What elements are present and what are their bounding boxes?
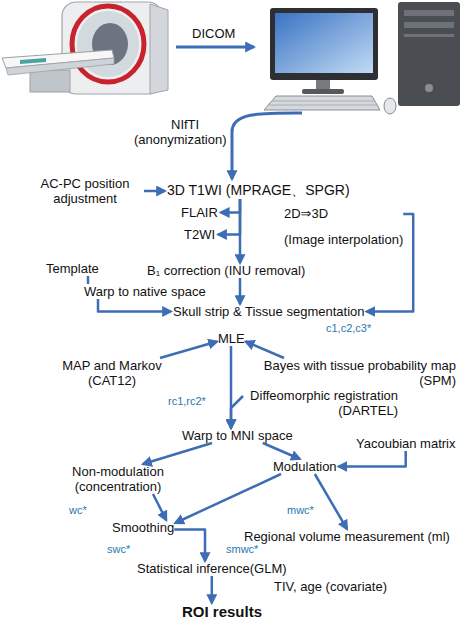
file-prefix-label: mwc*: [287, 504, 314, 517]
step-text: Statistical inference(GLM): [137, 561, 287, 576]
computer: [264, 2, 460, 114]
flow-arrow: [367, 214, 414, 312]
flow-arrow: [218, 199, 240, 235]
annotation-label: NIfTI: [171, 117, 199, 132]
step-node: Non-modulation (concentration): [63, 464, 173, 494]
step-text: Diffeomorphic registration (DARTEL): [243, 388, 398, 418]
flow-arrow: [239, 278, 242, 304]
step-text: FLAIR: [181, 205, 218, 220]
flow-arrow: [174, 530, 205, 562]
flow-arrow: [153, 494, 166, 520]
step-text: Template: [46, 261, 99, 276]
step-text: Bayes with tissue probability map (SPM): [256, 358, 456, 388]
step-node: Bayes with tissue probability map (SPM): [256, 358, 456, 388]
annotation-label: (anonymization): [134, 132, 227, 147]
flow-arrow: [246, 342, 284, 359]
annotation-label: TIV, age (covariate): [274, 579, 387, 594]
step-text: 2D⇒3D: [284, 206, 403, 221]
file-prefix-label: wc*: [69, 504, 87, 517]
flow-arrow: [211, 576, 214, 603]
step-node: T2WI: [184, 227, 215, 242]
flow-arrow: [143, 443, 212, 464]
flow-arrow: [175, 474, 281, 523]
flow-arrow: [221, 199, 240, 213]
step-node: MAP and Markov (CAT12): [56, 358, 168, 388]
flow-arrow: [231, 396, 243, 428]
step-node: Diffeomorphic registration (DARTEL): [243, 388, 398, 418]
step-text: AC-PC position adjustment: [29, 176, 141, 206]
flow-arrow: [87, 276, 90, 284]
step-text: B₁ correction (INU removal): [147, 263, 305, 278]
step-text: MLE: [218, 331, 245, 346]
flow-arrow: [315, 474, 347, 529]
step-node: MLE: [218, 331, 245, 346]
transfer-arrow: [232, 113, 302, 179]
step-node: Skull strip & Tissue segmentation: [173, 304, 364, 319]
step-node: Yacoubian matrix: [356, 436, 455, 451]
file-prefix-label: smwc*: [226, 543, 258, 556]
step-text: Non-modulation (concentration): [63, 464, 173, 494]
flow-arrow: [230, 346, 233, 428]
step-text: (Image interpolation): [284, 232, 403, 247]
annotation-label: DICOM: [192, 26, 235, 41]
step-node: 2D⇒3D (Image interpolation): [284, 206, 403, 247]
step-node: Statistical inference(GLM): [137, 561, 287, 576]
step-text: 3D T1WI (MPRAGE、SPGR): [167, 182, 350, 199]
transfer-arrow: [176, 46, 254, 49]
step-text: Regional volume measurement (ml): [244, 529, 450, 544]
step-text: Skull strip & Tissue segmentation: [173, 304, 364, 319]
flow-arrow: [160, 342, 217, 359]
step-node: ROI results: [182, 603, 262, 621]
step-node: Modulation: [273, 459, 337, 474]
file-prefix-label: swc*: [107, 543, 130, 556]
file-prefix-label: c1,c2,c3*: [326, 322, 371, 335]
step-text: ROI results: [182, 603, 262, 621]
flow-arrow: [144, 190, 165, 193]
step-text: T2WI: [184, 227, 215, 242]
step-text: Warp to MNI space: [182, 428, 293, 443]
step-node: Regional volume measurement (ml): [244, 529, 450, 544]
step-node: Warp to native space: [84, 284, 206, 299]
step-node: Smoothing: [112, 520, 174, 535]
step-text: Modulation: [273, 459, 337, 474]
flow-arrow: [239, 199, 242, 263]
step-text: Warp to native space: [84, 284, 206, 299]
flow-arrow: [98, 299, 171, 312]
flow-arrow: [263, 443, 300, 459]
mri-scanner: [2, 2, 168, 94]
step-node: Warp to MNI space: [182, 428, 293, 443]
file-prefix-label: rc1,rc2*: [168, 395, 206, 408]
step-node: B₁ correction (INU removal): [147, 263, 305, 278]
step-node: FLAIR: [181, 205, 218, 220]
step-text: Smoothing: [112, 520, 174, 535]
step-text: MAP and Markov (CAT12): [56, 358, 168, 388]
flow-arrow: [339, 451, 406, 467]
step-node: AC-PC position adjustment: [29, 176, 141, 206]
step-node: 3D T1WI (MPRAGE、SPGR): [167, 182, 350, 199]
step-text: Yacoubian matrix: [356, 436, 455, 451]
step-node: Template: [46, 261, 99, 276]
